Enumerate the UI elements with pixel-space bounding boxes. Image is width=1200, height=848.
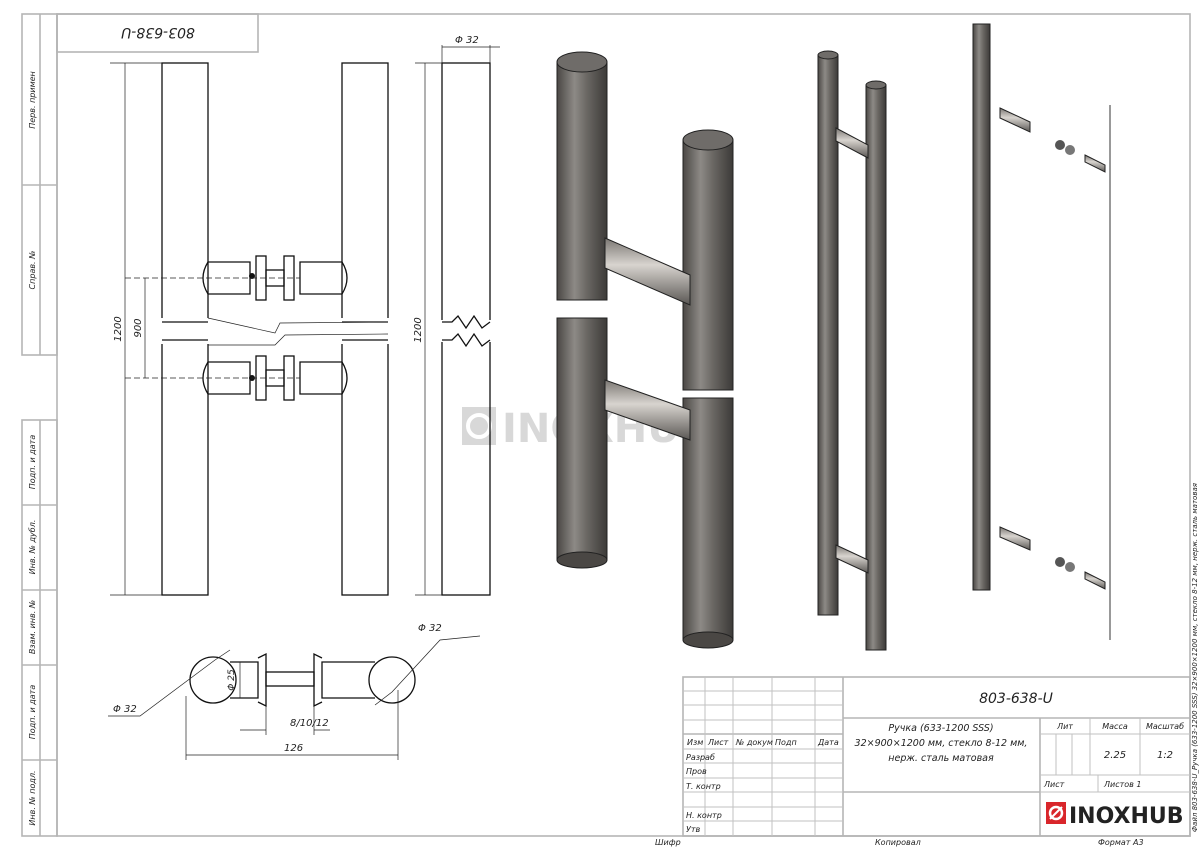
header-list: Лист [707,738,729,747]
dim-connector-diam: Φ 25 [227,669,237,691]
inoxhub-logo: INOXHUB [1046,802,1184,829]
stamp-label: Перв. примен [28,71,37,129]
dim-side-diameter: Φ 32 [455,35,479,46]
code-box [56,13,259,53]
dim-glass: 8/10/12 [290,718,329,729]
side-view: 1200 Φ 32 [413,35,500,596]
code-mirrored: 803-638-U [121,24,195,40]
stamp-label: Инв. № дубл. [28,520,37,575]
dim-side-length: 1200 [413,317,424,342]
title-line-3: нерж. сталь матовая [888,753,994,764]
header-podp: Подп [775,738,797,747]
plan-view: Φ 32 Φ 32 Φ 25 8/10/12 126 [108,623,481,760]
dim-diam-left: Φ 32 [113,704,137,715]
drawing-code: 803-638-U [979,691,1053,707]
stamp-label: Подп. и дата [28,435,37,490]
title-line-2: 32×900×1200 мм, стекло 8-12 мм, [855,738,1028,749]
cipher-label: Шифр [655,838,681,847]
side-stamps: Перв. примен Справ. № Подп. и дата Инв. … [21,13,58,837]
dim-depth: 126 [284,743,303,754]
file-note: Файл 803-638-U_Ручка (633-1200 SSS) 32×9… [1191,483,1199,832]
stamp-label: Подп. и дата [28,685,37,740]
dim-center: 900 [133,318,144,337]
copied-label: Копировал [875,838,921,847]
role-label: Разраб [686,753,715,762]
front-view: 1200 900 [110,62,400,596]
render-exploded-large [556,51,734,649]
logo-text: INOXHUB [1069,804,1184,829]
stamp-label: Взам. инв. № [28,600,37,654]
role-label: Пров [686,767,707,776]
format-label: Формат А3 [1098,838,1144,847]
sheet-label: Лист [1043,780,1065,789]
render-assembled [817,50,887,651]
header-date: Дата [817,738,839,747]
render-side-exploded [972,23,1111,640]
dim-diam-right: Φ 32 [418,623,442,634]
mass-label: Масса [1102,722,1128,731]
title-line-1: Ручка (633-1200 SSS) [888,723,993,734]
lit-label: Лит [1056,722,1073,731]
stamp-label: Справ. № [28,251,37,290]
role-label: Утв [686,825,701,834]
mass-value: 2.25 [1104,750,1126,761]
stamp-label: Инв. № подл. [28,770,37,825]
sheets-label: Листов 1 [1103,780,1142,789]
header-doc: № докум [735,738,773,747]
role-label: Т. контр [686,782,721,791]
title-block: Изм Лист № докум Подп Дата Разраб Пров Т… [682,676,1191,837]
scale-label: Масштаб [1146,722,1184,731]
header-izm: Изм [687,738,703,747]
role-label: Н. контр [686,811,722,820]
scale-value: 1:2 [1157,750,1173,761]
dim-length: 1200 [113,316,124,341]
